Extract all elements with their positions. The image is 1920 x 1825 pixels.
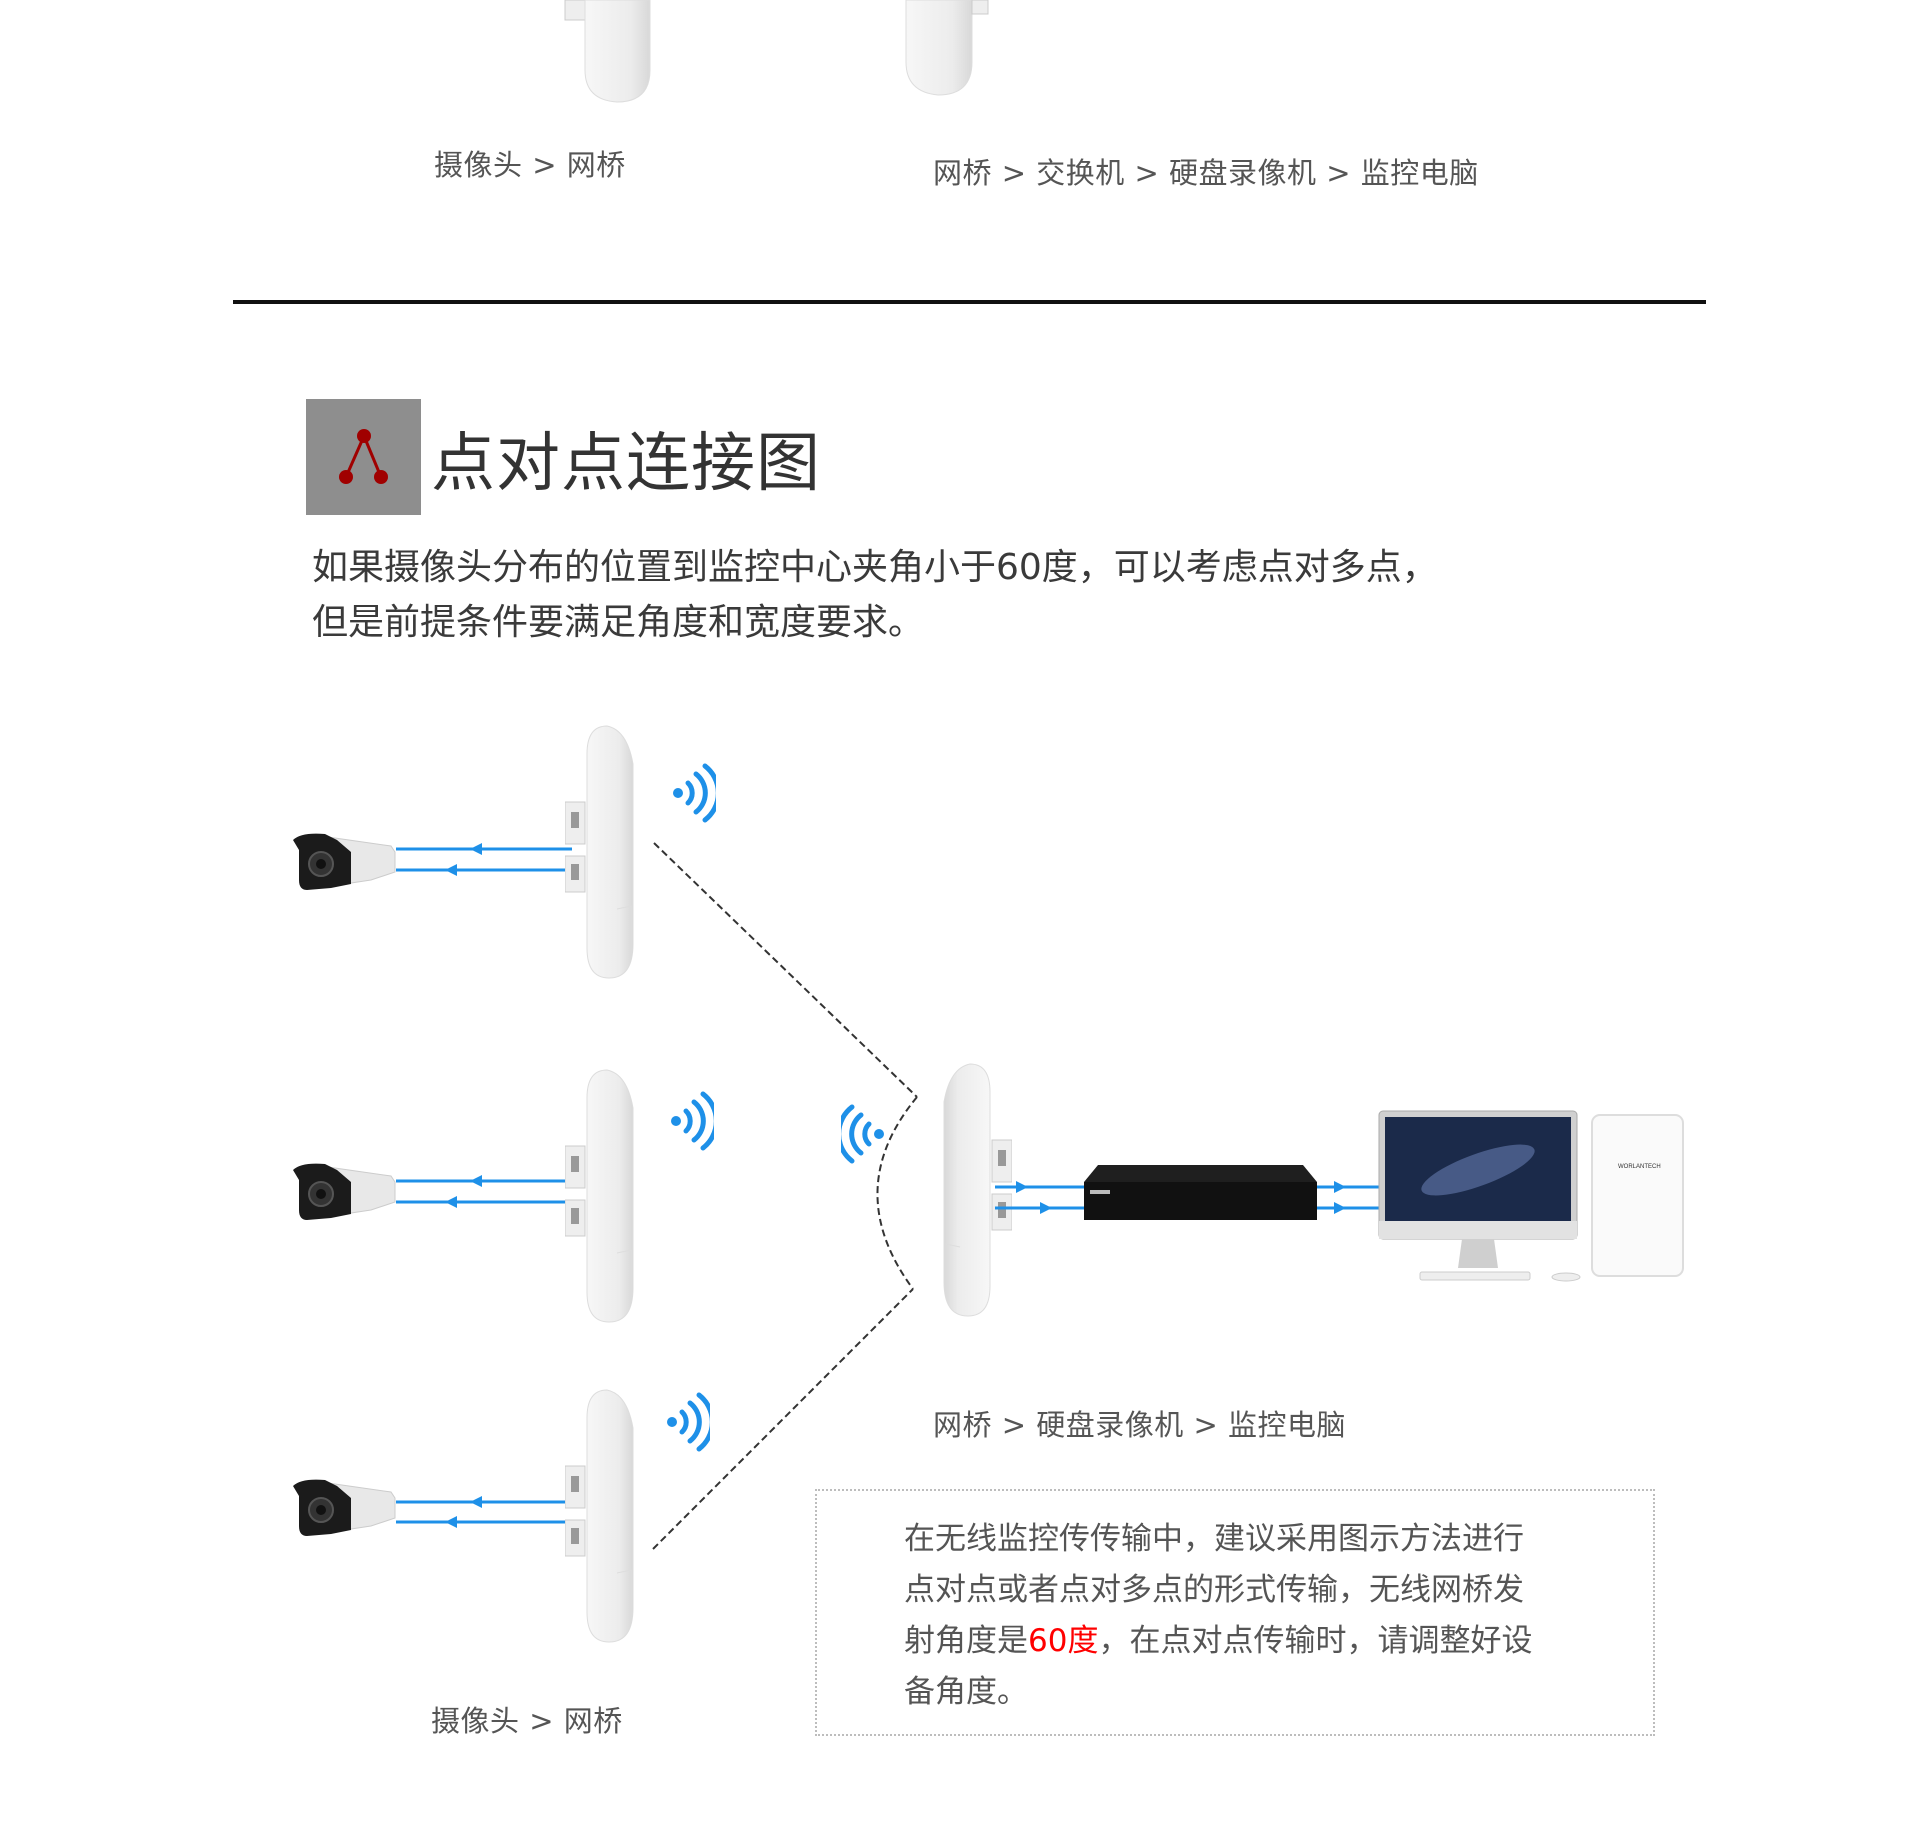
section-title: 点对点连接图 [431,427,821,501]
top-caption-bridge-chain: 网桥 > 交换机 > 硬盘录像机 > 监控电脑 [933,156,1479,190]
bridge-icon [944,1064,1012,1316]
nvr-links [995,1181,1379,1214]
bottom-caption: 摄像头 > 网桥 [431,1704,623,1738]
camera-link-3 [293,1390,712,1642]
description-line: 但是前提条件要满足角度和宽度要求。 [312,602,925,643]
coverage-line-top [653,842,918,1098]
top-bridge-left [564,0,651,103]
monitor-computer-icon [1378,1110,1581,1282]
note-line: 点对点或者点对多点的形式传输，无线网桥发 [904,1572,1524,1608]
wifi-signal-icon [667,1395,712,1449]
top-bridge-right [905,0,989,96]
camera-icon [293,834,395,890]
section-divider [233,300,1706,304]
bridge-icon [565,726,633,978]
bridge-icon [565,1390,633,1642]
section-icon [306,399,421,515]
router-brand-label: WORLANTECH [1618,1164,1661,1170]
arrow-icon [445,843,482,876]
arrow-icon [445,1496,482,1528]
wifi-signal-icon [839,1107,884,1161]
network-topology-icon [339,429,388,484]
note-highlight: 60度 [1028,1623,1099,1659]
note-line: 备角度。 [904,1674,1028,1710]
coverage-arc [876,1096,918,1290]
top-caption-camera-bridge: 摄像头 > 网桥 [434,148,626,182]
router-icon: WORLANTECH [1591,1114,1684,1277]
coverage-line-bottom [652,1288,914,1550]
section-description: 如果摄像头分布的位置到监控中心夹角小于60度，可以考虑点对多点， 但是前提条件要… [312,540,1438,650]
arrow-icon [445,1175,482,1208]
description-line: 如果摄像头分布的位置到监控中心夹角小于60度，可以考虑点对多点， [312,547,1438,588]
camera-icon [293,1480,395,1536]
wifi-signal-icon [671,1094,716,1148]
note-text-segment: ，在点对点传输时，请调整好设 [1098,1623,1533,1659]
note-text: 在无线监控传传输中，建议采用图示方法进行 点对点或者点对多点的形式传输，无线网桥… [904,1514,1532,1718]
note-text-segment: 射角度是 [904,1623,1028,1659]
note-line: 在无线监控传传输中，建议采用图示方法进行 [904,1521,1524,1557]
camera-link-1 [293,726,718,978]
nvr-recorder-icon [1084,1165,1317,1220]
arrow-icon [1334,1181,1346,1214]
receiver-bridge [839,1064,1012,1316]
camera-link-2 [293,1070,716,1322]
bridge-icon [565,1070,633,1322]
arrow-icon [1016,1181,1052,1214]
note-line: 射角度是60度，在点对点传输时，请调整好设 [904,1616,1532,1667]
center-caption: 网桥 > 硬盘录像机 > 监控电脑 [933,1408,1346,1442]
note-box [815,1489,1655,1736]
wifi-signal-icon [673,766,718,820]
camera-icon [293,1164,395,1220]
